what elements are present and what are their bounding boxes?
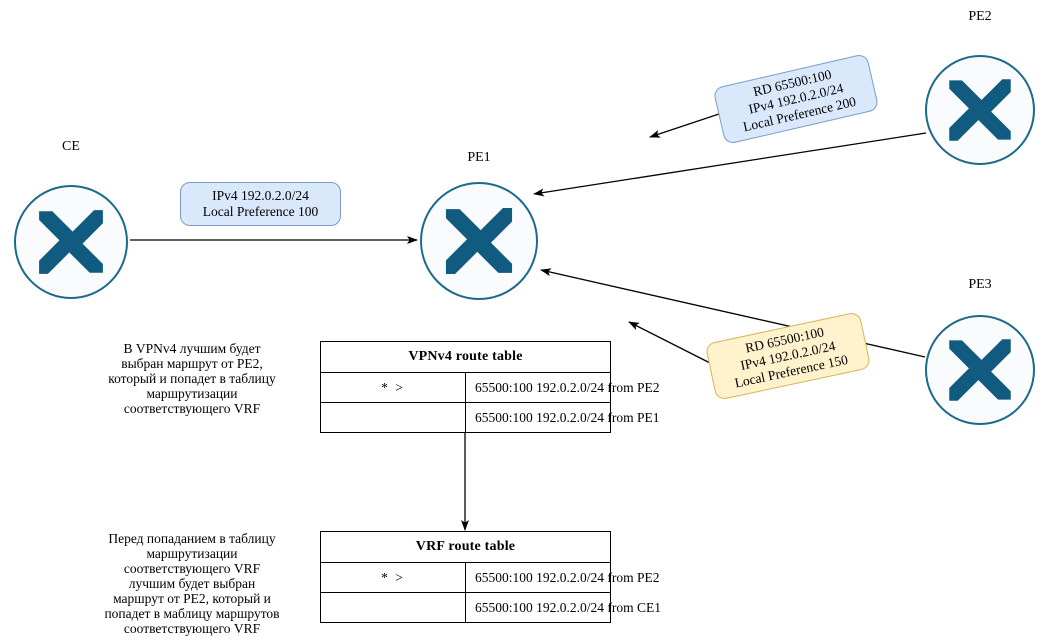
annotation-line: В VPNv4 лучшим будет [123, 341, 261, 356]
vpnv4-table-title: VPNv4 route table [320, 341, 611, 373]
annotation-vpnv4-note: В VPNv4 лучшим будет выбран маршрут от P… [64, 341, 320, 416]
callout-line: IPv4 192.0.2.0/24 [212, 188, 309, 203]
route-entry: 65500:100 192.0.2.0/24 from PE2 [465, 562, 660, 593]
annotation-line: который и попадет в таблицу [108, 371, 276, 386]
annotation-line: маршрут от PE2, который и [113, 591, 271, 606]
table-row[interactable]: * > 65500:100 192.0.2.0/24 from PE2 [320, 562, 660, 593]
route-flag: * > [320, 562, 466, 593]
annotation-line: выбран маршрут от PE2, [121, 356, 263, 371]
annotation-line: Перед попаданием в таблицу [108, 531, 276, 546]
table-header-row: VRF route table [320, 531, 611, 563]
table-row[interactable]: * > 65500:100 192.0.2.0/24 from PE2 [320, 372, 660, 403]
route-flag [320, 402, 466, 433]
vpnv4-route-table: VPNv4 route table * > 65500:100 192.0.2.… [320, 341, 660, 433]
node-label-pe3: PE3 [968, 277, 992, 292]
callout-line: Local Preference 100 [202, 204, 319, 219]
route-entry: 65500:100 192.0.2.0/24 from CE1 [465, 592, 661, 623]
annotation-line: лучшим будет выбран [128, 576, 256, 591]
table-row[interactable]: 65500:100 192.0.2.0/24 from CE1 [320, 592, 661, 623]
annotation-line: маршрутизации [146, 546, 238, 561]
edge-pe3-callout-leader [628, 321, 713, 365]
annotation-line: соответствующего VRF [123, 561, 261, 576]
callout-pe3: RD 65500:100 IPv4 192.0.2.0/24 Local Pre… [704, 311, 872, 401]
node-label-pe1: PE1 [467, 150, 491, 165]
router-pe1[interactable] [420, 182, 538, 300]
node-label-ce: CE [62, 139, 80, 154]
callout-pe2: RD 65500:100 IPv4 192.0.2.0/24 Local Pre… [712, 52, 880, 146]
router-pe3[interactable] [925, 315, 1035, 425]
route-flag: * > [320, 372, 466, 403]
route-entry: 65500:100 192.0.2.0/24 from PE2 [465, 372, 660, 403]
vrf-table-title: VRF route table [320, 531, 611, 563]
annotation-line: соответствующего VRF [123, 621, 261, 636]
vrf-route-table: VRF route table * > 65500:100 192.0.2.0/… [320, 531, 661, 623]
router-icon [39, 210, 103, 274]
router-icon [445, 207, 513, 275]
route-entry: 65500:100 192.0.2.0/24 from PE1 [465, 402, 660, 433]
table-header-row: VPNv4 route table [320, 341, 611, 373]
router-icon [949, 339, 1011, 401]
table-row[interactable]: 65500:100 192.0.2.0/24 from PE1 [320, 402, 660, 433]
annotation-line: маршрутизации [146, 386, 238, 401]
router-icon [949, 79, 1011, 141]
router-pe2[interactable] [925, 55, 1035, 165]
route-flag [320, 592, 466, 623]
node-label-pe2: PE2 [968, 9, 992, 24]
annotation-vrf-note: Перед попаданием в таблицу маршрутизации… [64, 531, 320, 636]
annotation-line: соответствующего VRF [123, 401, 261, 416]
callout-ce-pe1: IPv4 192.0.2.0/24 Local Preference 100 [180, 182, 341, 226]
router-ce[interactable] [14, 185, 128, 299]
edge-pe2-callout-leader [649, 112, 723, 138]
annotation-line: попадет в маблицу маршрутов [104, 606, 280, 621]
